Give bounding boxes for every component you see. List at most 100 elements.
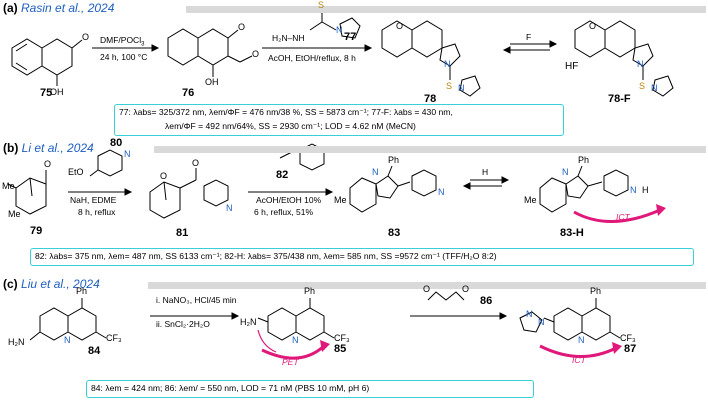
pet-label: PET (282, 357, 299, 367)
atom-cf3-85: CF₃ (334, 333, 350, 343)
atom-n-78: N (444, 59, 451, 69)
compound-83H-structure (539, 165, 666, 223)
panel-a-summary-line-1: 77: λabs= 325/372 nm, λem/ΦF = 476 nm/38… (119, 107, 453, 117)
atom-o-76-ald: O (252, 49, 260, 59)
atom-s-78F: S (639, 81, 646, 91)
atom-oh-76: OH (205, 77, 219, 87)
atom-me-79a: Me (2, 181, 15, 191)
atom-n2-83H: N (630, 185, 637, 195)
compound-85-label: 85 (334, 343, 347, 355)
compound-81-structure (149, 168, 229, 219)
reagent-c1: i. NaNO₃, HCl/45 min (156, 295, 237, 305)
panel-b-author: Li et al., 2024 (21, 141, 94, 155)
panel-a-author: Rasin et al., 2024 (21, 1, 115, 15)
atom-n1-83: N (372, 167, 379, 177)
panel-a-label: (a) (3, 1, 18, 15)
atom-n2-87: N (538, 317, 545, 327)
atom-n-80: N (124, 149, 131, 159)
compound-84-label: 84 (88, 345, 101, 357)
compound-79-structure (7, 170, 47, 215)
atom-n2-83: N (438, 187, 445, 197)
atom-o-79: O (44, 159, 52, 169)
atom-o1-86: O (423, 284, 431, 294)
compound-78F-structure (574, 20, 674, 97)
reagent-b2: AcOH/EtOH 10% (256, 195, 322, 205)
compound-86-structure (427, 291, 465, 301)
compound-78-structure (381, 20, 481, 97)
compound-82-label: 82 (276, 169, 289, 181)
atom-n-81: N (226, 203, 233, 213)
panel-b-header: (b) Li et al., 2024 (3, 142, 94, 154)
compound-80-label: 80 (110, 137, 123, 149)
panel-c-divider (148, 282, 706, 289)
atom-s-77: S (318, 0, 325, 10)
compound-82-structure (279, 143, 325, 171)
compound-81-label: 81 (176, 227, 189, 239)
panel-c-header: (c) Liu et al., 2024 (3, 278, 100, 290)
compound-83-structure (349, 165, 437, 213)
panel-b-label: (b) (3, 141, 19, 155)
atom-ph-83: Ph (388, 155, 400, 165)
atom-ph-85: Ph (304, 286, 316, 296)
condition-b2: 6 h, reflux, 51% (254, 207, 314, 217)
panel-b-summary-line-1: 82: λabs= 375 nm, λem= 487 nm, SS 6133 c… (35, 251, 497, 261)
atom-o-75: O (82, 32, 90, 42)
reagent-b1: NaH, EDME (70, 195, 117, 205)
atom-h2n-84: H₂N (8, 337, 25, 347)
condition-b1: 8 h, reflux (78, 207, 116, 217)
proton-label: H (482, 167, 489, 177)
condition-a1: 24 h, 100 °C (100, 52, 148, 62)
compound-85-structure (257, 298, 335, 360)
atom-o2-86: O (462, 284, 470, 294)
ict-label-b: ICT (616, 212, 630, 222)
atom-n1-87: N (526, 309, 533, 319)
panel-c-summary-box: 84: λem = 424 nm; 86: λem/ = 550 nm, LOD… (86, 380, 534, 398)
atom-me-83H: Me (524, 195, 537, 205)
atom-o1-81: O (160, 171, 168, 181)
atom-eto-80: EtO (68, 167, 84, 177)
atom-hydrazine-77: H₂N–NH (272, 33, 305, 43)
compound-80-structure (89, 149, 123, 177)
atom-ph-83H: Ph (578, 155, 590, 165)
atom-n-84: N (64, 335, 71, 345)
compound-76-structure (167, 28, 253, 77)
atom-n2-78: N (458, 83, 465, 93)
compound-75-label: 75 (40, 87, 53, 99)
compound-77-label: 77 (344, 31, 357, 43)
atom-n3-87: N (578, 335, 585, 345)
atom-me-83: Me (334, 195, 347, 205)
panel-c-summary-line-1: 84: λem = 424 nm; 86: λem/ = 550 nm, LOD… (91, 383, 370, 393)
fluoride-label: F (526, 32, 532, 42)
panel-c-label: (c) (3, 277, 18, 291)
reagent-a2: AcOH, EtOH/reflux, 8 h (268, 53, 356, 63)
compound-87-label: 87 (624, 343, 637, 355)
atom-n1-83H: N (562, 167, 569, 177)
atom-o2-81: O (192, 158, 200, 168)
atom-n-85: N (292, 335, 299, 345)
reagent-c2: ii. SnCl₂·2H₂O (156, 319, 210, 329)
reagent-a1: DMF/POCl3 (100, 35, 145, 48)
atom-oh-75: OH (50, 87, 64, 97)
atom-n2-78F: N (651, 83, 658, 93)
panel-b-divider (154, 146, 706, 153)
compound-84-structure (29, 298, 107, 341)
panel-a-summary-box: 77: λabs= 325/372 nm, λem/ΦF = 476 nm/38… (114, 104, 564, 136)
compound-79-label: 79 (30, 225, 43, 237)
atom-me-79b: Me (8, 209, 21, 219)
compound-78F-label: 78-F (608, 93, 631, 105)
panel-c-author: Liu et al., 2024 (21, 277, 100, 291)
compound-78-label: 78 (424, 93, 437, 105)
atom-cf3-87: CF₃ (620, 333, 636, 343)
hf-label: HF (565, 61, 579, 72)
panel-a-summary-line-2: λem/ΦF = 492 nm/64%, SS = 2930 cm⁻¹; LOD… (165, 121, 416, 131)
atom-cf3-84: CF₃ (106, 333, 122, 343)
ict-label-c: ICT (572, 355, 586, 365)
compound-86-label: 86 (480, 295, 493, 307)
atom-o-76: O (238, 22, 246, 32)
compound-83-label: 83 (388, 227, 401, 239)
atom-ph-87: Ph (590, 286, 602, 296)
atom-n-78F: N (637, 59, 644, 69)
atom-o-78: O (396, 21, 404, 31)
